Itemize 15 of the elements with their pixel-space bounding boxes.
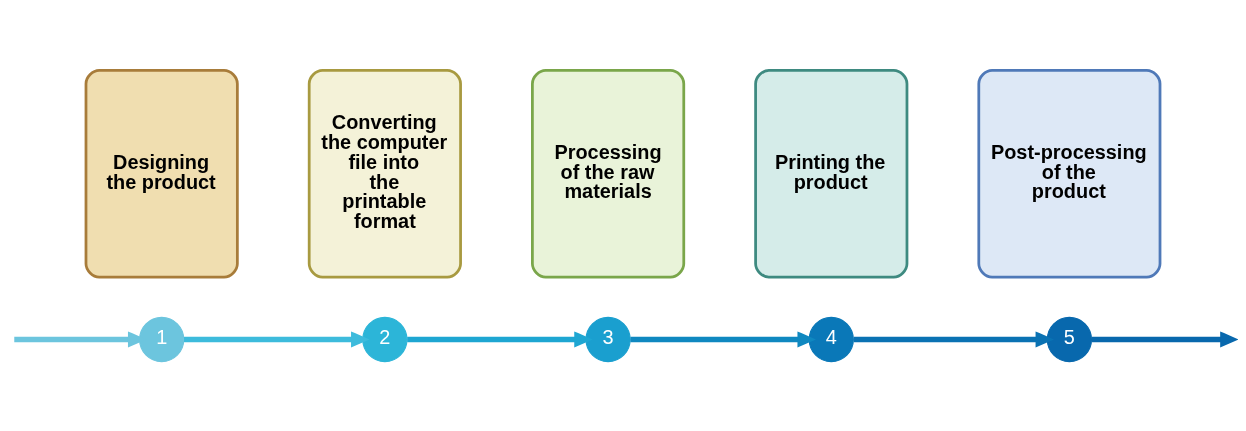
node-circle: 1 bbox=[139, 316, 185, 362]
node-circle: 3 bbox=[585, 316, 631, 362]
node-circle: 4 bbox=[808, 316, 854, 362]
node-box: Post-processing of the product bbox=[977, 68, 1162, 278]
arrow bbox=[407, 330, 593, 348]
node-box: Processing of the raw materials bbox=[531, 68, 686, 278]
node-circle: 2 bbox=[362, 316, 408, 362]
node-box: Converting the computer file into the printable format bbox=[307, 68, 462, 278]
arrow bbox=[1091, 330, 1238, 348]
arrow bbox=[630, 330, 816, 348]
node-box: Designing the product bbox=[84, 68, 239, 278]
node-box: Printing the product bbox=[754, 68, 909, 278]
arrow bbox=[183, 330, 370, 348]
node-circle: 5 bbox=[1046, 316, 1093, 362]
arrow bbox=[853, 330, 1055, 348]
